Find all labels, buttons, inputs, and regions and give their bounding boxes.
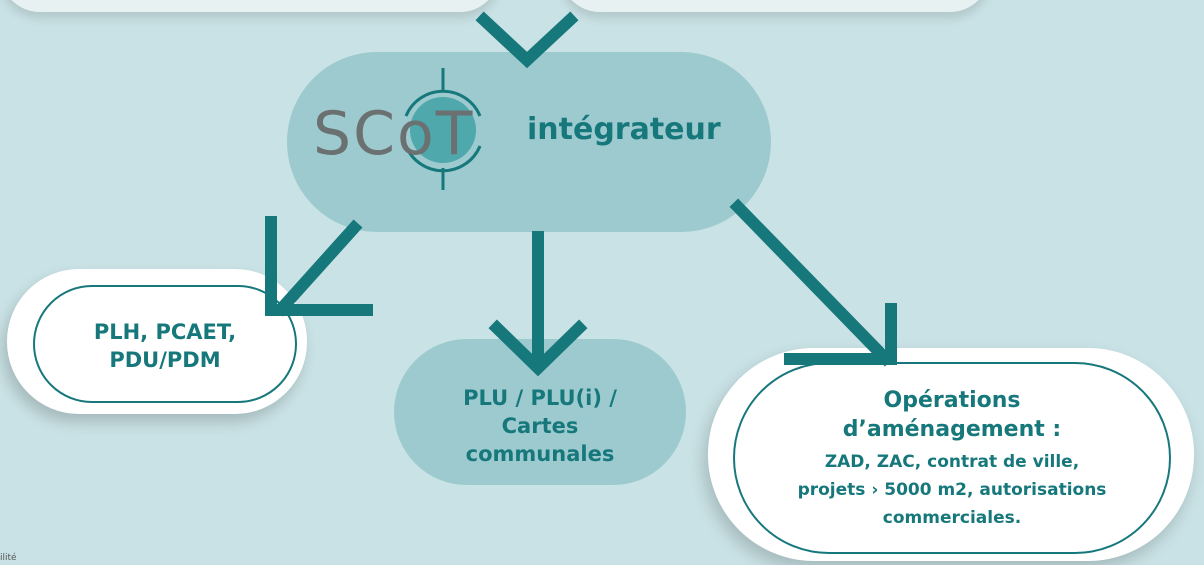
incoming-arrow-head	[475, 11, 579, 69]
arrow-right-shaft	[729, 198, 894, 367]
node-left-text: PLH, PCAET, PDU/PDM	[33, 318, 297, 374]
node-right-line: projets › 5000 m2, autorisations	[797, 480, 1107, 500]
arrow-middle-head	[488, 319, 588, 377]
top-right-box-fragment	[560, 0, 990, 12]
top-left-box-fragment	[0, 0, 500, 12]
node-middle-line: PLU / PLU(i) /	[463, 386, 617, 410]
node-middle-line: communales	[465, 442, 615, 466]
scot-logo-text: SCoT	[313, 99, 475, 169]
arrow-right-head	[784, 303, 897, 365]
logo-target-circle	[410, 97, 476, 163]
node-middle-text: PLU / PLU(i) / Cartes communales	[394, 384, 686, 468]
node-right-border	[733, 362, 1171, 554]
node-right-text: Opérations d’aménagement : ZAD, ZAC, con…	[733, 386, 1171, 532]
node-left-line: PLH, PCAET,	[93, 320, 237, 344]
node-right-heading: Opérations	[883, 388, 1021, 413]
node-left-border	[33, 285, 297, 403]
node-middle-line: Cartes	[501, 414, 579, 438]
node-right-line: commerciales.	[882, 508, 1022, 528]
arrow-left-shaft	[273, 219, 363, 317]
arrow-left-head	[265, 216, 373, 316]
hub-subtitle: intégrateur	[527, 112, 721, 147]
scot-hub	[287, 52, 771, 232]
node-left-line: PDU/PDM	[109, 348, 221, 372]
footer-fragment-text: ilité	[0, 553, 17, 563]
node-right-line: ZAD, ZAC, contrat de ville,	[824, 452, 1080, 472]
node-right-heading: d’aménagement :	[842, 417, 1062, 442]
